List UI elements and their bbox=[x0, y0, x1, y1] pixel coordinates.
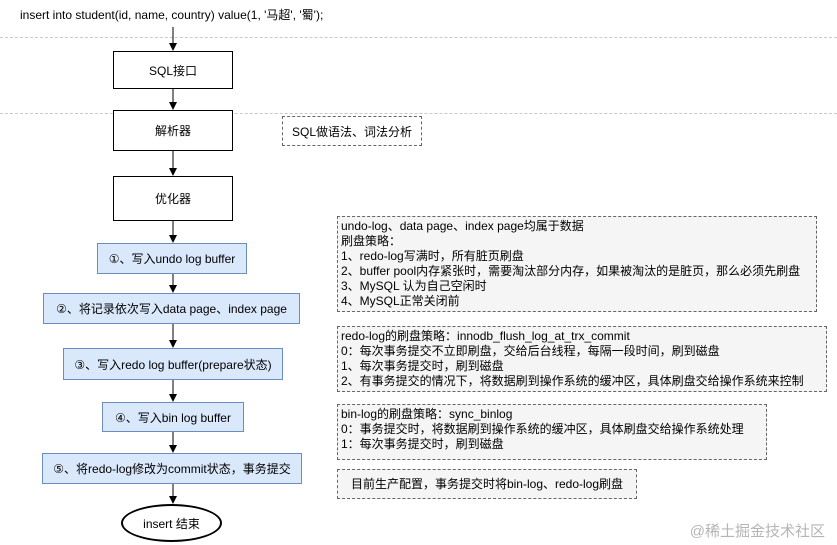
insert-end-node: insert 结束 bbox=[121, 504, 222, 542]
redo-note-line: redo-log的刷盘策略：innodb_flush_log_at_trx_co… bbox=[341, 329, 630, 343]
redo-note-line: 1、每次事务提交时，刷到磁盘 bbox=[341, 359, 504, 373]
undo-log-note: undo-log、data page、index page均属于数据 刷盘策略：… bbox=[337, 216, 817, 312]
undo-note-line: 刷盘策略： bbox=[341, 234, 402, 248]
step-write-undo-log-buffer: ①、写入undo log buffer bbox=[97, 243, 247, 274]
step-write-redo-log-buffer: ③、写入redo log buffer(prepare状态) bbox=[63, 348, 283, 380]
redo-log-note: redo-log的刷盘策略：innodb_flush_log_at_trx_co… bbox=[337, 326, 827, 392]
binlog-note-line: 0：事务提交时，将数据刷到操作系统的缓冲区，具体刷盘交给操作系统处理 bbox=[341, 422, 744, 436]
divider-top bbox=[0, 37, 837, 38]
optimizer-node: 优化器 bbox=[113, 176, 233, 221]
binlog-note-line: bin-log的刷盘策略：sync_binlog bbox=[341, 407, 513, 421]
step-write-data-page: ②、将记录依次写入data page、index page bbox=[43, 293, 300, 324]
parser-node: 解析器 bbox=[113, 110, 233, 151]
undo-note-line: undo-log、data page、index page均属于数据 bbox=[341, 219, 584, 233]
watermark: @稀土掘金技术社区 bbox=[689, 523, 825, 540]
redo-note-line: 2、有事务提交的情况下，将数据刷到操作系统的缓冲区，具体刷盘交给操作系统来控制 bbox=[341, 374, 804, 388]
divider-middle bbox=[0, 113, 837, 114]
step-commit-redo-log: ⑤、将redo-log修改为commit状态，事务提交 bbox=[42, 453, 302, 484]
binlog-note-line: 1：每次事务提交时，刷到磁盘 bbox=[341, 437, 504, 451]
undo-note-line: 1、redo-log写满时，所有脏页刷盘 bbox=[341, 249, 524, 263]
sql-interface-node: SQL接口 bbox=[113, 51, 233, 89]
step-write-bin-log-buffer: ④、写入bin log buffer bbox=[102, 402, 244, 432]
production-config-note: 目前生产配置，事务提交时将bin-log、redo-log刷盘 bbox=[337, 469, 637, 499]
undo-note-line: 2、buffer pool内存紧张时，需要淘汰部分内存，如果被淘汰的是脏页，那么… bbox=[341, 264, 801, 278]
redo-note-line: 0：每次事务提交不立即刷盘，交给后台线程，每隔一段时间，刷到磁盘 bbox=[341, 344, 720, 358]
sql-statement: insert into student(id, name, country) v… bbox=[20, 8, 324, 22]
undo-note-line: 3、MySQL 认为自己空闲时 bbox=[341, 279, 487, 293]
bin-log-note: bin-log的刷盘策略：sync_binlog 0：事务提交时，将数据刷到操作… bbox=[337, 404, 767, 460]
undo-note-line: 4、MySQL正常关闭前 bbox=[341, 294, 460, 308]
parser-note: SQL做语法、词法分析 bbox=[282, 116, 422, 146]
